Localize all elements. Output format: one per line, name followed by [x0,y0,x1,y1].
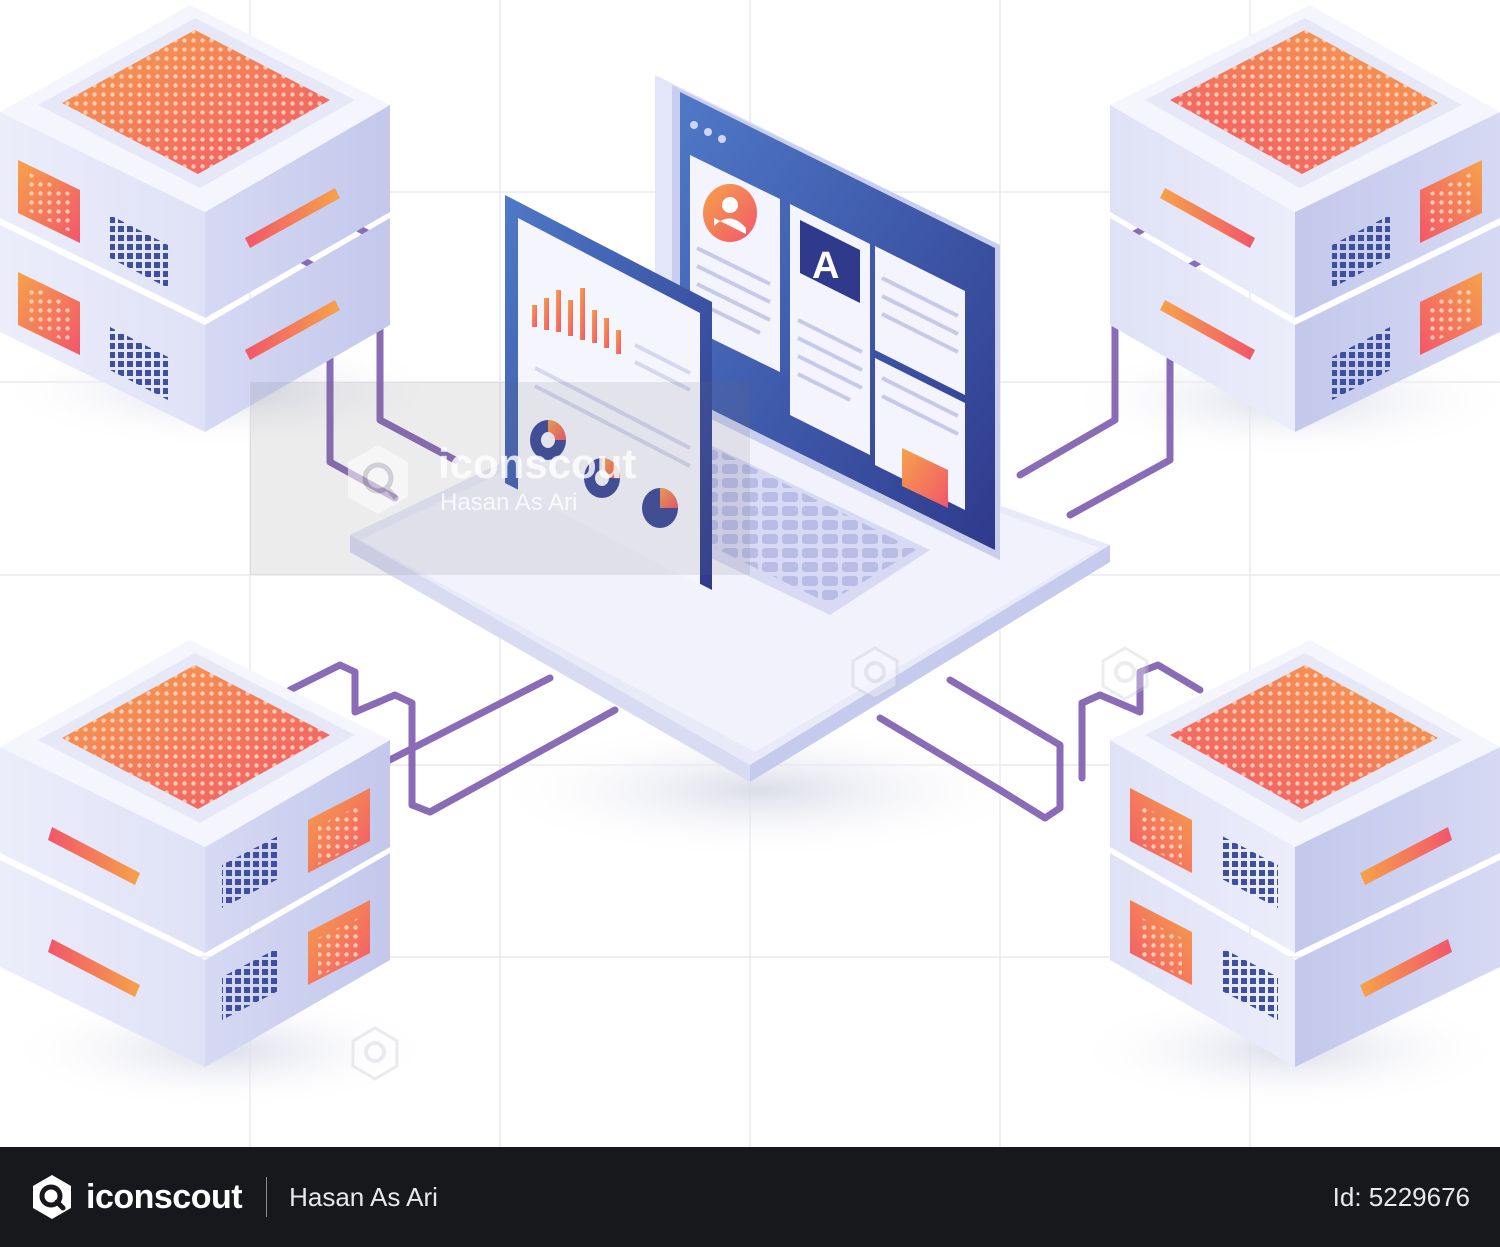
bar-chart-icon [532,288,621,354]
screen-documents: A [690,155,965,510]
footer-divider [266,1177,268,1217]
laptop-icon: A [350,75,1110,782]
watermark-brand: iconscout [438,440,636,487]
footer-author[interactable]: Hasan As Ari [289,1181,438,1212]
server-top-right [1110,5,1500,432]
iconscout-logo-link[interactable]: iconscout [28,1173,243,1221]
server-icon [0,5,390,432]
chart-panel [505,195,712,590]
watermark-author: Hasan As Ari [440,489,577,516]
user-profile-icon [703,184,757,242]
server-bottom-right [1110,640,1500,1067]
server-top-left [0,5,390,432]
watermark: iconscout Hasan As Ari [250,382,1149,1081]
watermark-badge-icon [351,1026,399,1081]
attribution-footer: iconscout Hasan As Ari Id: 5229676 [0,1147,1500,1247]
footer-brand: iconscout [86,1177,243,1216]
server-bottom-left [0,640,390,1067]
watermark-badge-icon [1101,646,1149,701]
network-illustration: A [0,0,1500,1147]
iconscout-logo-icon [33,1175,71,1219]
watermark-logo-icon [348,445,408,514]
server-icon [0,640,390,1067]
server-icon [1110,5,1500,432]
server-icon [1110,640,1500,1067]
letter-tile: A [800,220,860,303]
pie-chart-icon [530,420,678,528]
watermark-badge-icon [851,646,899,701]
letter-tile-text: A [812,245,839,287]
asset-id: Id: 5229676 [1332,1181,1470,1212]
